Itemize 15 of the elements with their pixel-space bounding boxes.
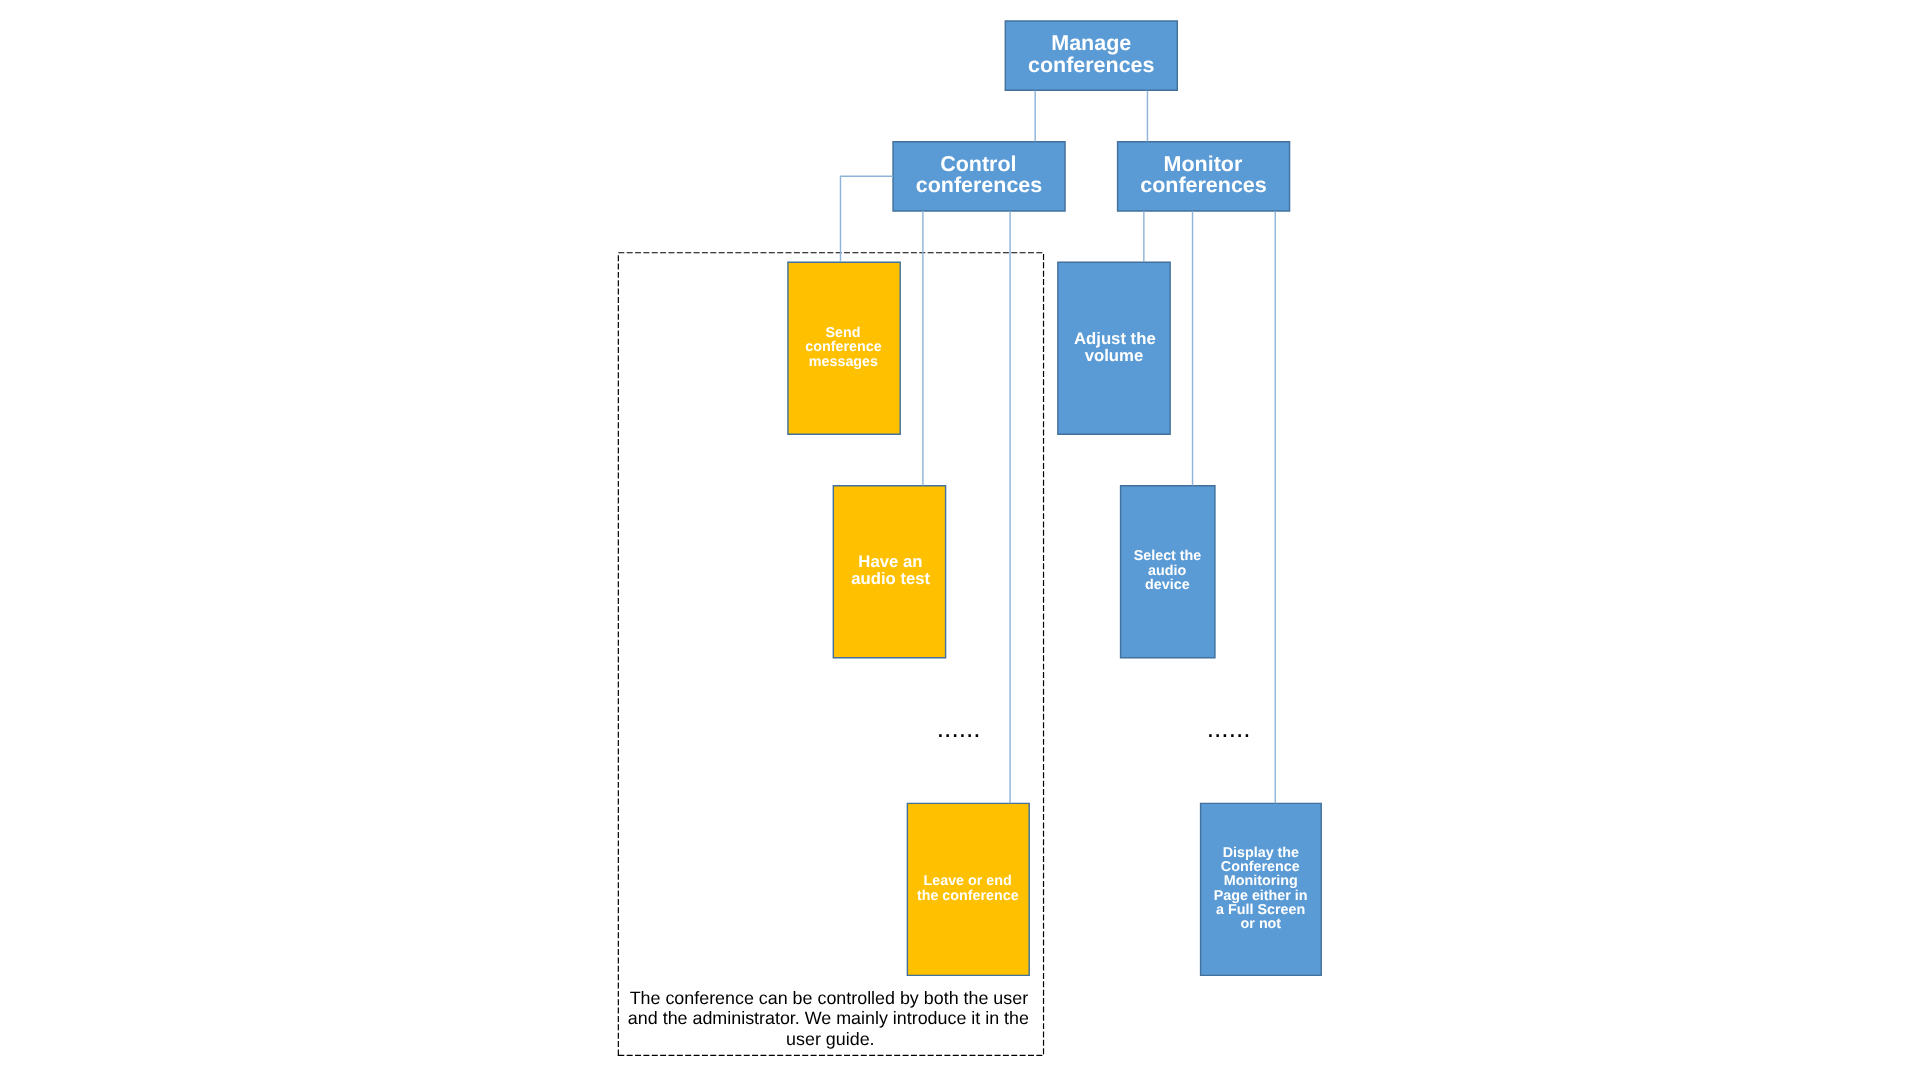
label: ...... xyxy=(935,713,980,744)
connector xyxy=(1142,210,1144,263)
node-box: Adjust the volume xyxy=(1056,261,1170,436)
node-box: Manage conferences xyxy=(1003,20,1177,92)
node-box: Control conferences xyxy=(891,140,1065,212)
connector xyxy=(1273,210,1275,804)
connector xyxy=(838,175,893,263)
connector xyxy=(1033,89,1035,143)
node-box: Have an audio test xyxy=(831,484,946,659)
connector xyxy=(921,210,923,487)
connector xyxy=(1145,89,1148,143)
node-box: Monitor conferences xyxy=(1115,140,1290,212)
connector xyxy=(1008,210,1010,804)
label: ...... xyxy=(1205,713,1250,744)
connector xyxy=(1190,210,1193,487)
